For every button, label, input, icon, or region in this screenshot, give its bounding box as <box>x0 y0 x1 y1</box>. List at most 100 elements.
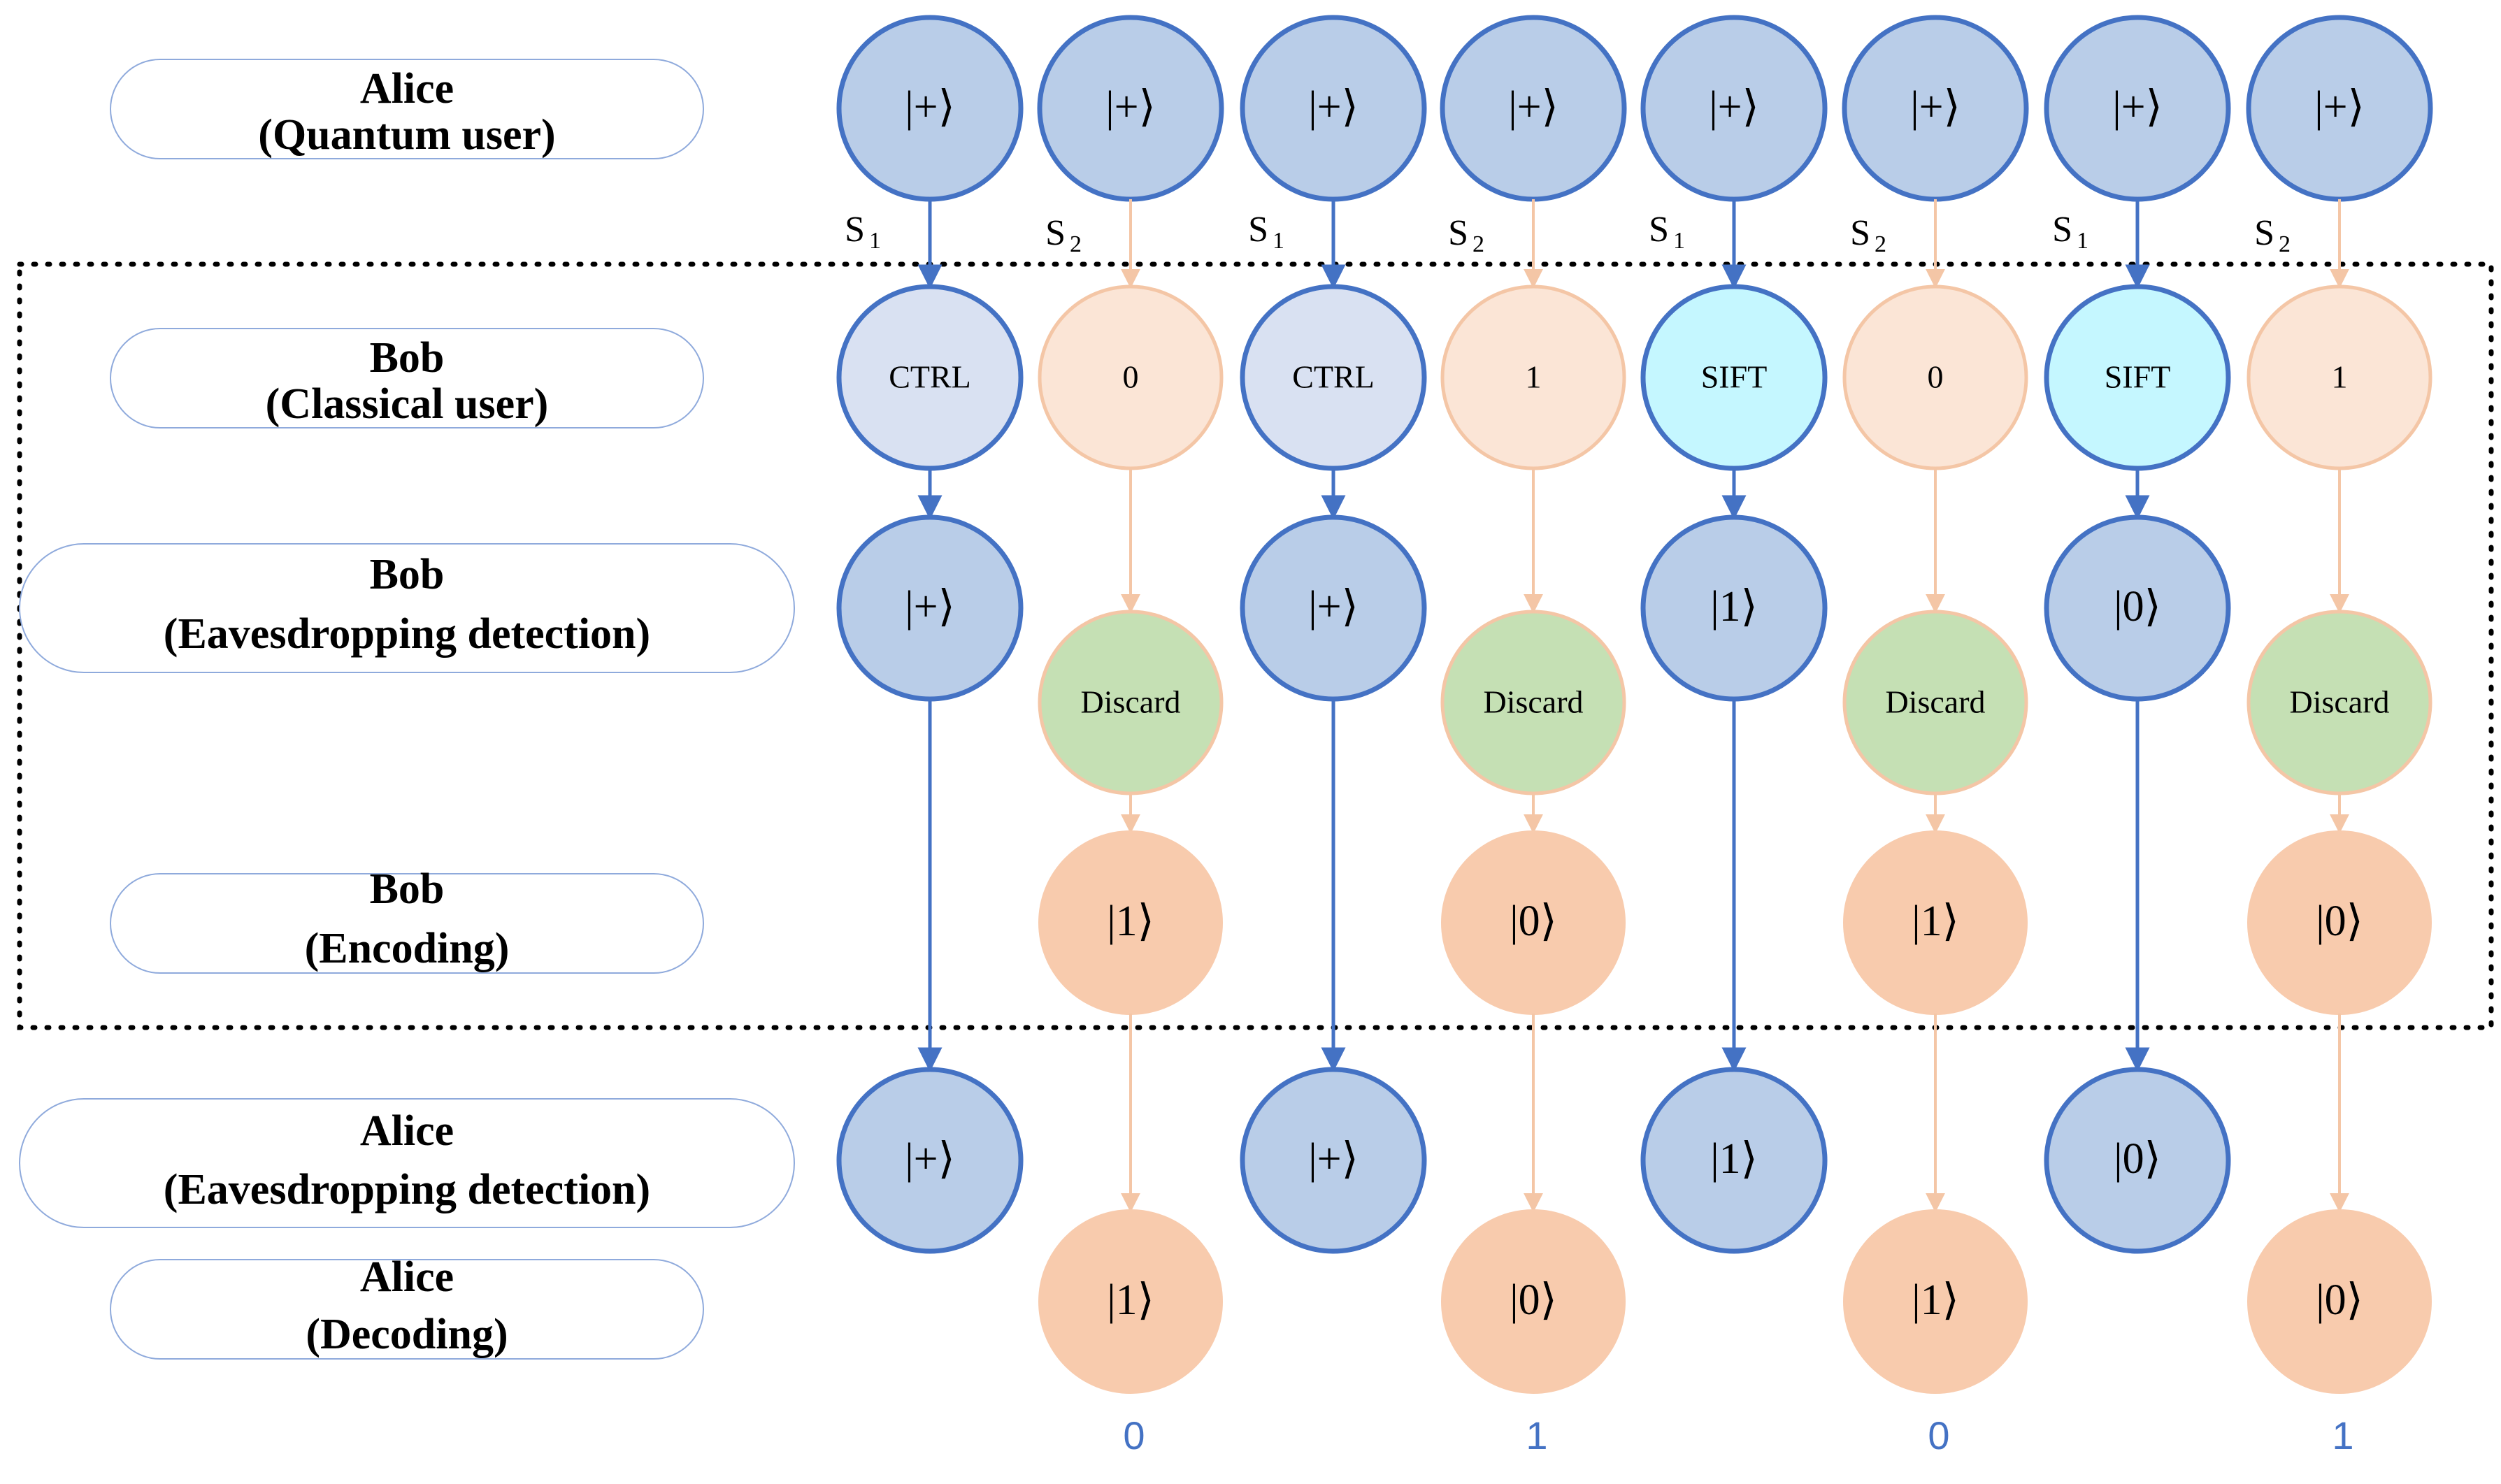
discard-node: Discard <box>1440 610 1626 795</box>
bob-region-frame <box>17 261 2494 1030</box>
alice-state-node: |+⟩ <box>2246 15 2433 202</box>
alice-state-node-label: |+⟩ <box>1308 83 1359 131</box>
bob-encoding-node-label: |1⟩ <box>1107 898 1154 945</box>
bob-detection-node-label: |+⟩ <box>1308 583 1359 631</box>
bob-encoding-node: |0⟩ <box>1441 830 1626 1015</box>
alice-state-node-label: |+⟩ <box>1910 83 1961 131</box>
bob-detection-node-label: |0⟩ <box>2114 583 2161 631</box>
alice-state-node-label: |+⟩ <box>1709 83 1759 131</box>
bob-operation-node: 1 <box>2246 284 2432 470</box>
bob-detection-node-label: |+⟩ <box>905 583 955 631</box>
row-label-alice-decoding: Alice (Decoding) <box>110 1253 704 1360</box>
bob-operation-node: 0 <box>1842 284 2028 470</box>
row-label-title: Alice <box>360 1107 454 1155</box>
alice-decoding-node: |1⟩ <box>1843 1209 2028 1394</box>
alice-state-node-label: |+⟩ <box>2112 83 2163 131</box>
alice-detection-node-label: |1⟩ <box>1710 1135 1758 1183</box>
bob-operation-node-label: 1 <box>1526 359 1542 395</box>
alice-state-node: |+⟩ <box>1842 15 2029 202</box>
alice-decoding-node-circle <box>1843 1209 2028 1394</box>
discard-node: Discard <box>1038 610 1224 795</box>
discard-node: Discard <box>1842 610 2028 795</box>
alice-decoding-node: |1⟩ <box>1038 1209 1223 1394</box>
alice-decoding-node: |0⟩ <box>2247 1209 2432 1394</box>
bob-operation-node-label: 0 <box>1928 359 1944 395</box>
alice-detection-node-circle <box>836 1067 1024 1254</box>
discard-node-label: Discard <box>1483 684 1583 720</box>
discard-node-label: Discard <box>1885 684 1985 720</box>
alice-decoding-node-label: |1⟩ <box>1107 1276 1154 1324</box>
alice-state-node-label: |+⟩ <box>2314 83 2365 131</box>
alice-decoding-node-circle <box>2247 1209 2432 1394</box>
row-label-title: Alice <box>360 1253 454 1301</box>
bob-operation-node: 1 <box>1440 284 1626 470</box>
row-label-title: Bob <box>370 865 445 913</box>
alice-detection-node-label: |+⟩ <box>905 1135 955 1183</box>
discard-node-label: Discard <box>1080 684 1180 720</box>
bob-detection-node: |1⟩ <box>1640 514 1828 702</box>
decoded-bit: 0 <box>1928 1413 1949 1457</box>
bob-operation-node: 0 <box>1038 284 1224 470</box>
bob-operation-node: CTRL <box>836 284 1024 471</box>
row-label-subtitle: (Eavesdropping detection) <box>164 610 650 658</box>
bob-operation-node: CTRL <box>1240 284 1427 471</box>
bob-encoding-node-label: |0⟩ <box>2316 898 2363 945</box>
alice-detection-node-label: |+⟩ <box>1308 1135 1359 1183</box>
bob-operation-node-label: 1 <box>2332 359 2348 395</box>
alice-decoding-node-circle <box>1441 1209 1626 1394</box>
discard-node: Discard <box>2246 610 2432 795</box>
row-label-alice-quantum: Alice (Quantum user) <box>110 59 704 159</box>
alice-detection-node-circle <box>1640 1067 1828 1254</box>
alice-decoding-node-circle <box>1038 1209 1223 1394</box>
alice-state-node: |+⟩ <box>1640 15 1828 202</box>
alice-state-node-label: |+⟩ <box>1508 83 1558 131</box>
discard-node-label: Discard <box>2289 684 2389 720</box>
bob-operation-node: SIFT <box>2044 284 2231 471</box>
alice-detection-node: |+⟩ <box>836 1067 1024 1254</box>
bob-detection-node: |+⟩ <box>836 514 1024 702</box>
row-label-bob-classical: Bob (Classical user) <box>110 328 704 428</box>
alice-state-node: |+⟩ <box>1440 15 1627 202</box>
bob-operation-node-label: 0 <box>1123 359 1139 395</box>
row-label-title: Alice <box>360 65 454 113</box>
bob-detection-node: |0⟩ <box>2044 514 2231 702</box>
alice-state-node-label: |+⟩ <box>905 83 955 131</box>
alice-decoding-node-label: |1⟩ <box>1912 1276 1959 1324</box>
bob-encoding-node-label: |1⟩ <box>1912 898 1959 945</box>
bob-encoding-node: |0⟩ <box>2247 830 2432 1015</box>
alice-detection-node-circle <box>2044 1067 2231 1254</box>
row-label-title: Bob <box>370 551 445 598</box>
bob-operation-node-label: SIFT <box>1701 359 1768 395</box>
decoded-bit: 1 <box>2332 1413 2353 1457</box>
alice-detection-node-circle <box>1240 1067 1427 1254</box>
bob-operation-node-label: SIFT <box>2105 359 2171 395</box>
alice-detection-node-label: |0⟩ <box>2114 1135 2161 1183</box>
alice-decoding-node-label: |0⟩ <box>1510 1276 1557 1324</box>
bob-operation-node: SIFT <box>1640 284 1828 471</box>
row-label-subtitle: (Quantum user) <box>258 111 555 159</box>
alice-detection-node: |+⟩ <box>1240 1067 1427 1254</box>
decoded-bit: 1 <box>1526 1413 1547 1457</box>
